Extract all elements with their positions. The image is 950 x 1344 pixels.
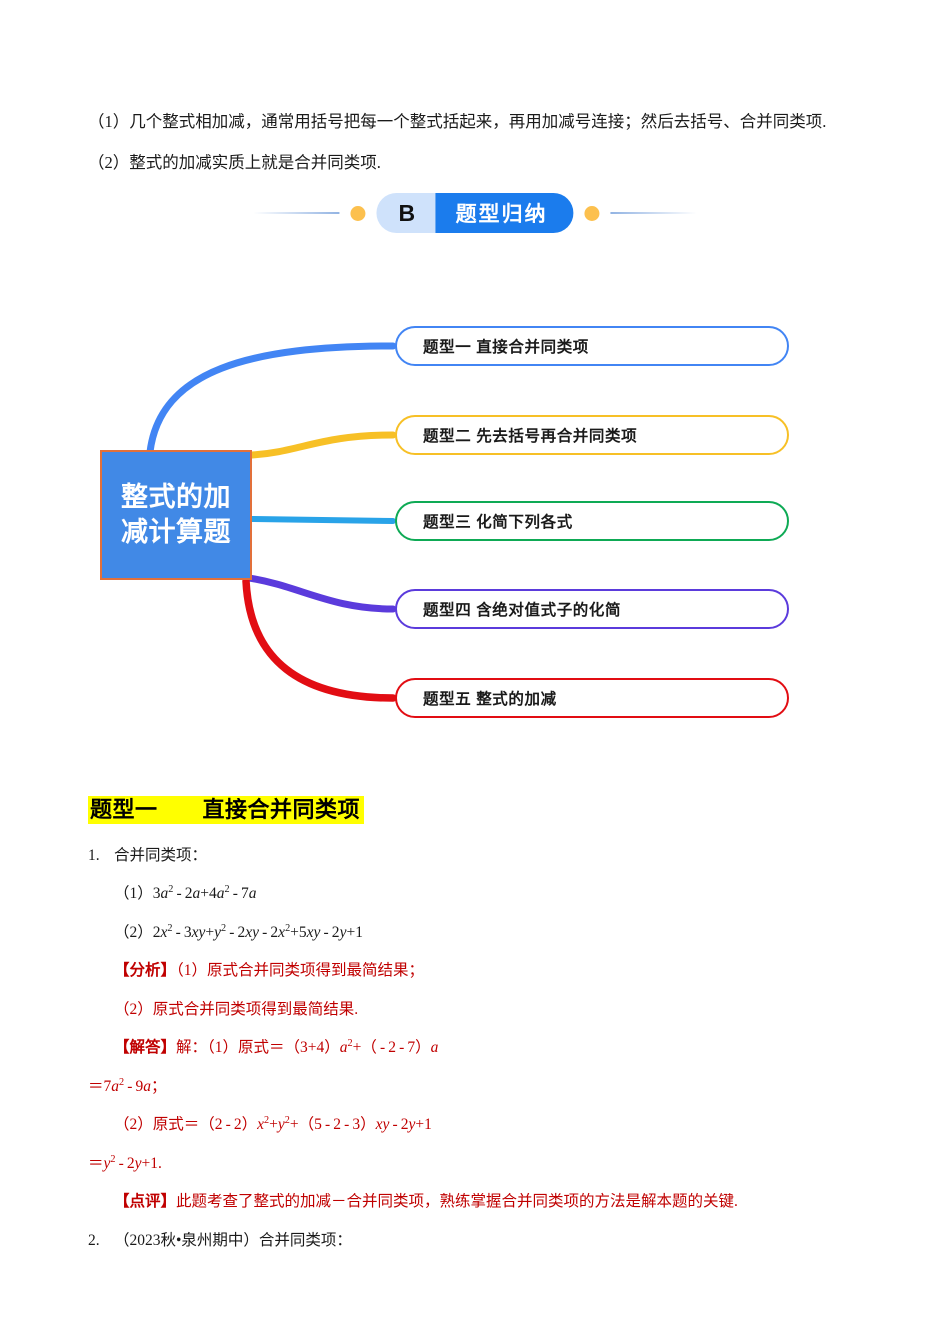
problem-1-sub-1: （1）3a2 - 2a+4a2 - 7a: [114, 884, 257, 903]
mindmap-branch-4-label: 题型四 含绝对值式子的化简: [423, 602, 622, 619]
section-heading: 题型一 直接合并同类项: [88, 792, 365, 824]
problem-2-number: 2.: [88, 1231, 100, 1249]
mindmap-connector-2: [248, 431, 397, 459]
problem-2-text: （2023秋•泉州期中）合并同类项：: [114, 1231, 352, 1249]
mindmap-branch-1[interactable]: 题型一 直接合并同类项: [395, 326, 789, 366]
mindmap-branch-5[interactable]: 题型五 整式的加减: [395, 678, 789, 718]
problem-1-stem: 1. 合并同类项：: [88, 845, 888, 867]
analysis-line-2: （2）原式合并同类项得到最简结果.: [88, 999, 888, 1021]
mindmap-connector-1: [146, 342, 397, 456]
mindmap-center-line-1: 整式的加: [121, 482, 231, 513]
analysis-line-1: 【分析】（1）原式合并同类项得到最简结果；: [88, 960, 888, 982]
mindmap-center-node: 整式的加 减计算题: [100, 450, 252, 580]
mindmap-connector-4: [245, 574, 397, 613]
intro-line-1: （1）几个整式相加减，通常用括号把每一个整式括起来，再用加减号连接；然后去括号、…: [88, 112, 827, 131]
banner-letter: B: [376, 193, 436, 233]
section-heading-text: 题型一 直接合并同类项: [88, 796, 365, 824]
problem-1-sub-2: （2）2x2 - 3xy+y2 - 2xy - 2x2+5xy - 2y+1: [114, 922, 363, 941]
solution-label: 【解答】: [114, 1039, 177, 1057]
solution-line-4: ＝y2 - 2y+1.: [88, 1153, 162, 1172]
mindmap-branch-3[interactable]: 题型三 化简下列各式: [395, 501, 789, 541]
mindmap-branch-1-label: 题型一 直接合并同类项: [423, 339, 589, 356]
mindmap-connectors: [146, 342, 397, 702]
mindmap-branch-2-label: 题型二 先去括号再合并同类项: [423, 428, 638, 445]
mindmap-branch-2[interactable]: 题型二 先去括号再合并同类项: [395, 415, 789, 455]
mindmap-branch-3-label: 题型三 化简下列各式: [423, 514, 573, 531]
banner-right-line: [610, 212, 697, 214]
banner-center-group: B 题型归纳: [253, 186, 697, 240]
problem-body: 1. 合并同类项： （1）3a2 - 2a+4a2 - 7a （2）2x2 - 3…: [88, 845, 888, 1268]
problem-2-stem: 2. （2023秋•泉州期中）合并同类项：: [88, 1230, 888, 1252]
banner-pill: B 题型归纳: [376, 193, 574, 233]
mindmap-connector-5: [242, 577, 397, 702]
analysis-label: 【分析】: [114, 962, 177, 980]
banner-title: 题型归纳: [435, 193, 574, 233]
mindmap-branch-5-label: 题型五 整式的加减: [423, 691, 557, 708]
mindmap-branch-4[interactable]: 题型四 含绝对值式子的化简: [395, 589, 789, 629]
intro-paragraphs: （1）几个整式相加减，通常用括号把每一个整式括起来，再用加减号连接；然后去括号、…: [88, 110, 878, 192]
mindmap-center-line-2: 减计算题: [121, 517, 231, 547]
problem-1-stem-text: 合并同类项：: [114, 847, 208, 864]
analysis-text-1: （1）原式合并同类项得到最简结果；: [176, 962, 425, 980]
mindmap-connector-3: [249, 516, 396, 524]
solution-line-2: ＝7a2 - 9a；: [88, 1076, 167, 1095]
section-banner: B 题型归纳: [0, 186, 950, 240]
comment-line: 【点评】此题考查了整式的加减－合并同类项，熟练掌握合并同类项的方法是解本题的关键…: [88, 1191, 888, 1213]
comment-text: 此题考查了整式的加减－合并同类项，熟练掌握合并同类项的方法是解本题的关键.: [176, 1193, 738, 1211]
banner-right-dot-icon: [584, 205, 600, 221]
analysis-text-2: （2）原式合并同类项得到最简结果.: [114, 1000, 359, 1018]
solution-line-3: （2）原式＝（2 - 2）x2+y2+（5 - 2 - 3）xy - 2y+1: [114, 1115, 432, 1134]
solution-intro-text: 解：（1）原式＝（3+4）: [176, 1039, 340, 1057]
problem-1-sub-1-label: （1）: [114, 885, 153, 903]
mindmap: 整式的加 减计算题 题型一 直接合并同类项 题型二 先去括号再合并同类项 题型三…: [0, 300, 950, 740]
intro-line-2: （2）整式的加减实质上就是合并同类项.: [88, 152, 381, 172]
banner-left-line: [253, 212, 340, 214]
problem-1-sub-2-label: （2）: [114, 923, 153, 941]
comment-label: 【点评】: [114, 1193, 177, 1211]
problem-1-number: 1.: [88, 847, 100, 864]
solution-line-1: 【解答】解：（1）原式＝（3+4）a2+（ - 2 - 7）a: [114, 1038, 439, 1057]
banner-left-dot-icon: [350, 205, 366, 221]
